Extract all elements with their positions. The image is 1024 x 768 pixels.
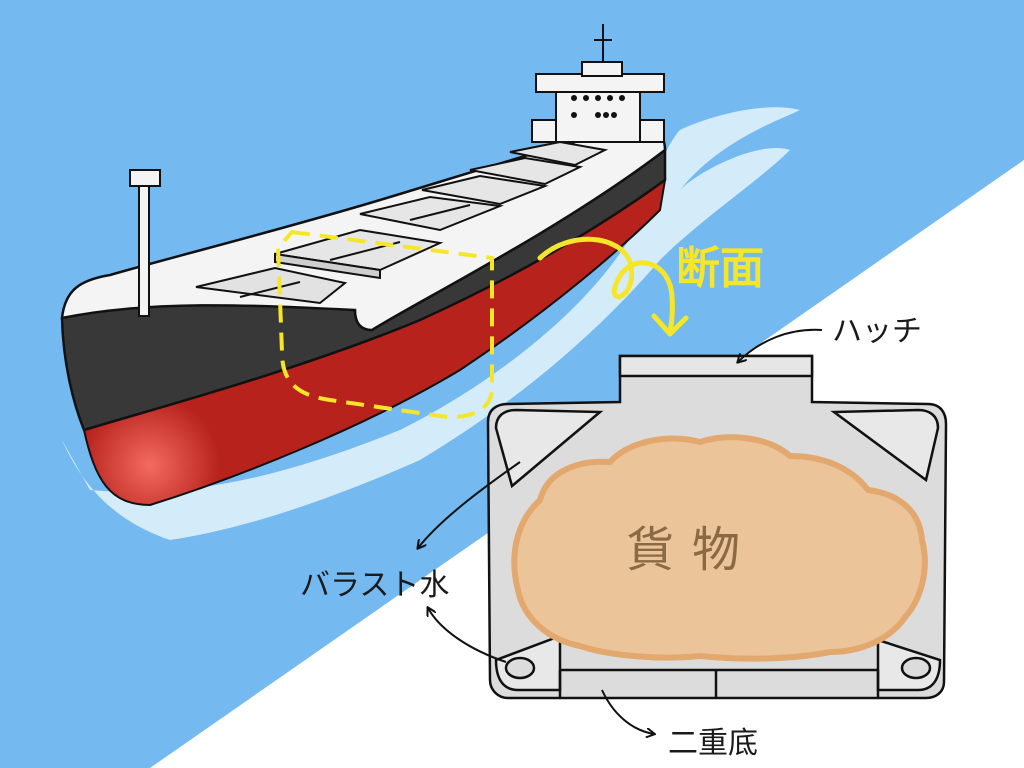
section-arrowhead [651,313,689,337]
cargo-label: 貨物 [626,522,759,578]
section-label: 断面 [676,243,764,294]
ballast-lower-callout-arrow [428,608,507,663]
double-bottom-label: 二重底 [668,726,758,761]
bow-mast [129,169,161,317]
ballast-water-label: バラスト水 [300,568,450,603]
hatch-label: ハッチ [832,314,922,349]
section-marker [275,229,494,419]
bridge-windows [571,95,625,118]
deck-hatches [195,140,609,305]
hatch-callout-arrow [738,328,823,362]
cargo-pile [511,434,928,662]
double-bottom-callout-arrow [601,689,654,734]
ballast-callout-arrow [418,461,521,548]
section-arrow [537,236,675,335]
